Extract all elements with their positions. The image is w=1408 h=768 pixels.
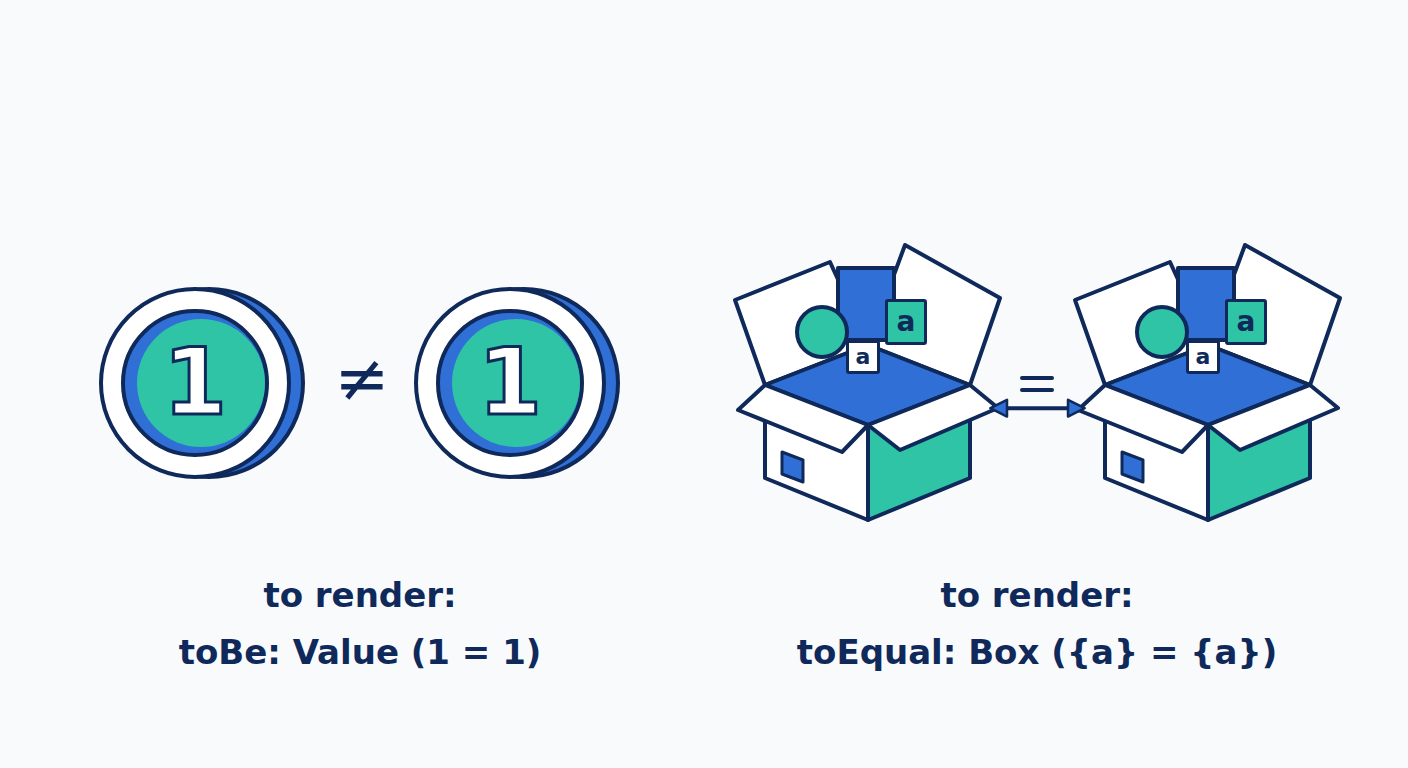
caption-text: toBe: Value (1 = 1)	[179, 632, 542, 672]
property-tag: a	[885, 299, 927, 345]
not-equal-symbol: ≠	[334, 340, 389, 417]
property-tag: a	[1186, 340, 1220, 374]
property-tag: a	[1225, 299, 1267, 345]
value-coin: 1	[410, 280, 630, 486]
equality-arrow	[992, 406, 1083, 410]
box-illustration	[1075, 245, 1340, 520]
object-box: aa	[1075, 243, 1340, 523]
box-illustration	[735, 245, 1000, 520]
equals-bars	[1022, 378, 1052, 390]
coin-value: 1	[95, 328, 295, 438]
value-coin: 1	[95, 280, 315, 486]
object-box: aa	[735, 243, 1000, 523]
coin-value: 1	[410, 328, 610, 438]
caption-heading: to render:	[940, 575, 1133, 615]
caption-text: toEqual: Box ({a} = {a})	[797, 632, 1277, 672]
caption-heading: to render:	[263, 575, 456, 615]
property-tag: a	[846, 340, 880, 374]
